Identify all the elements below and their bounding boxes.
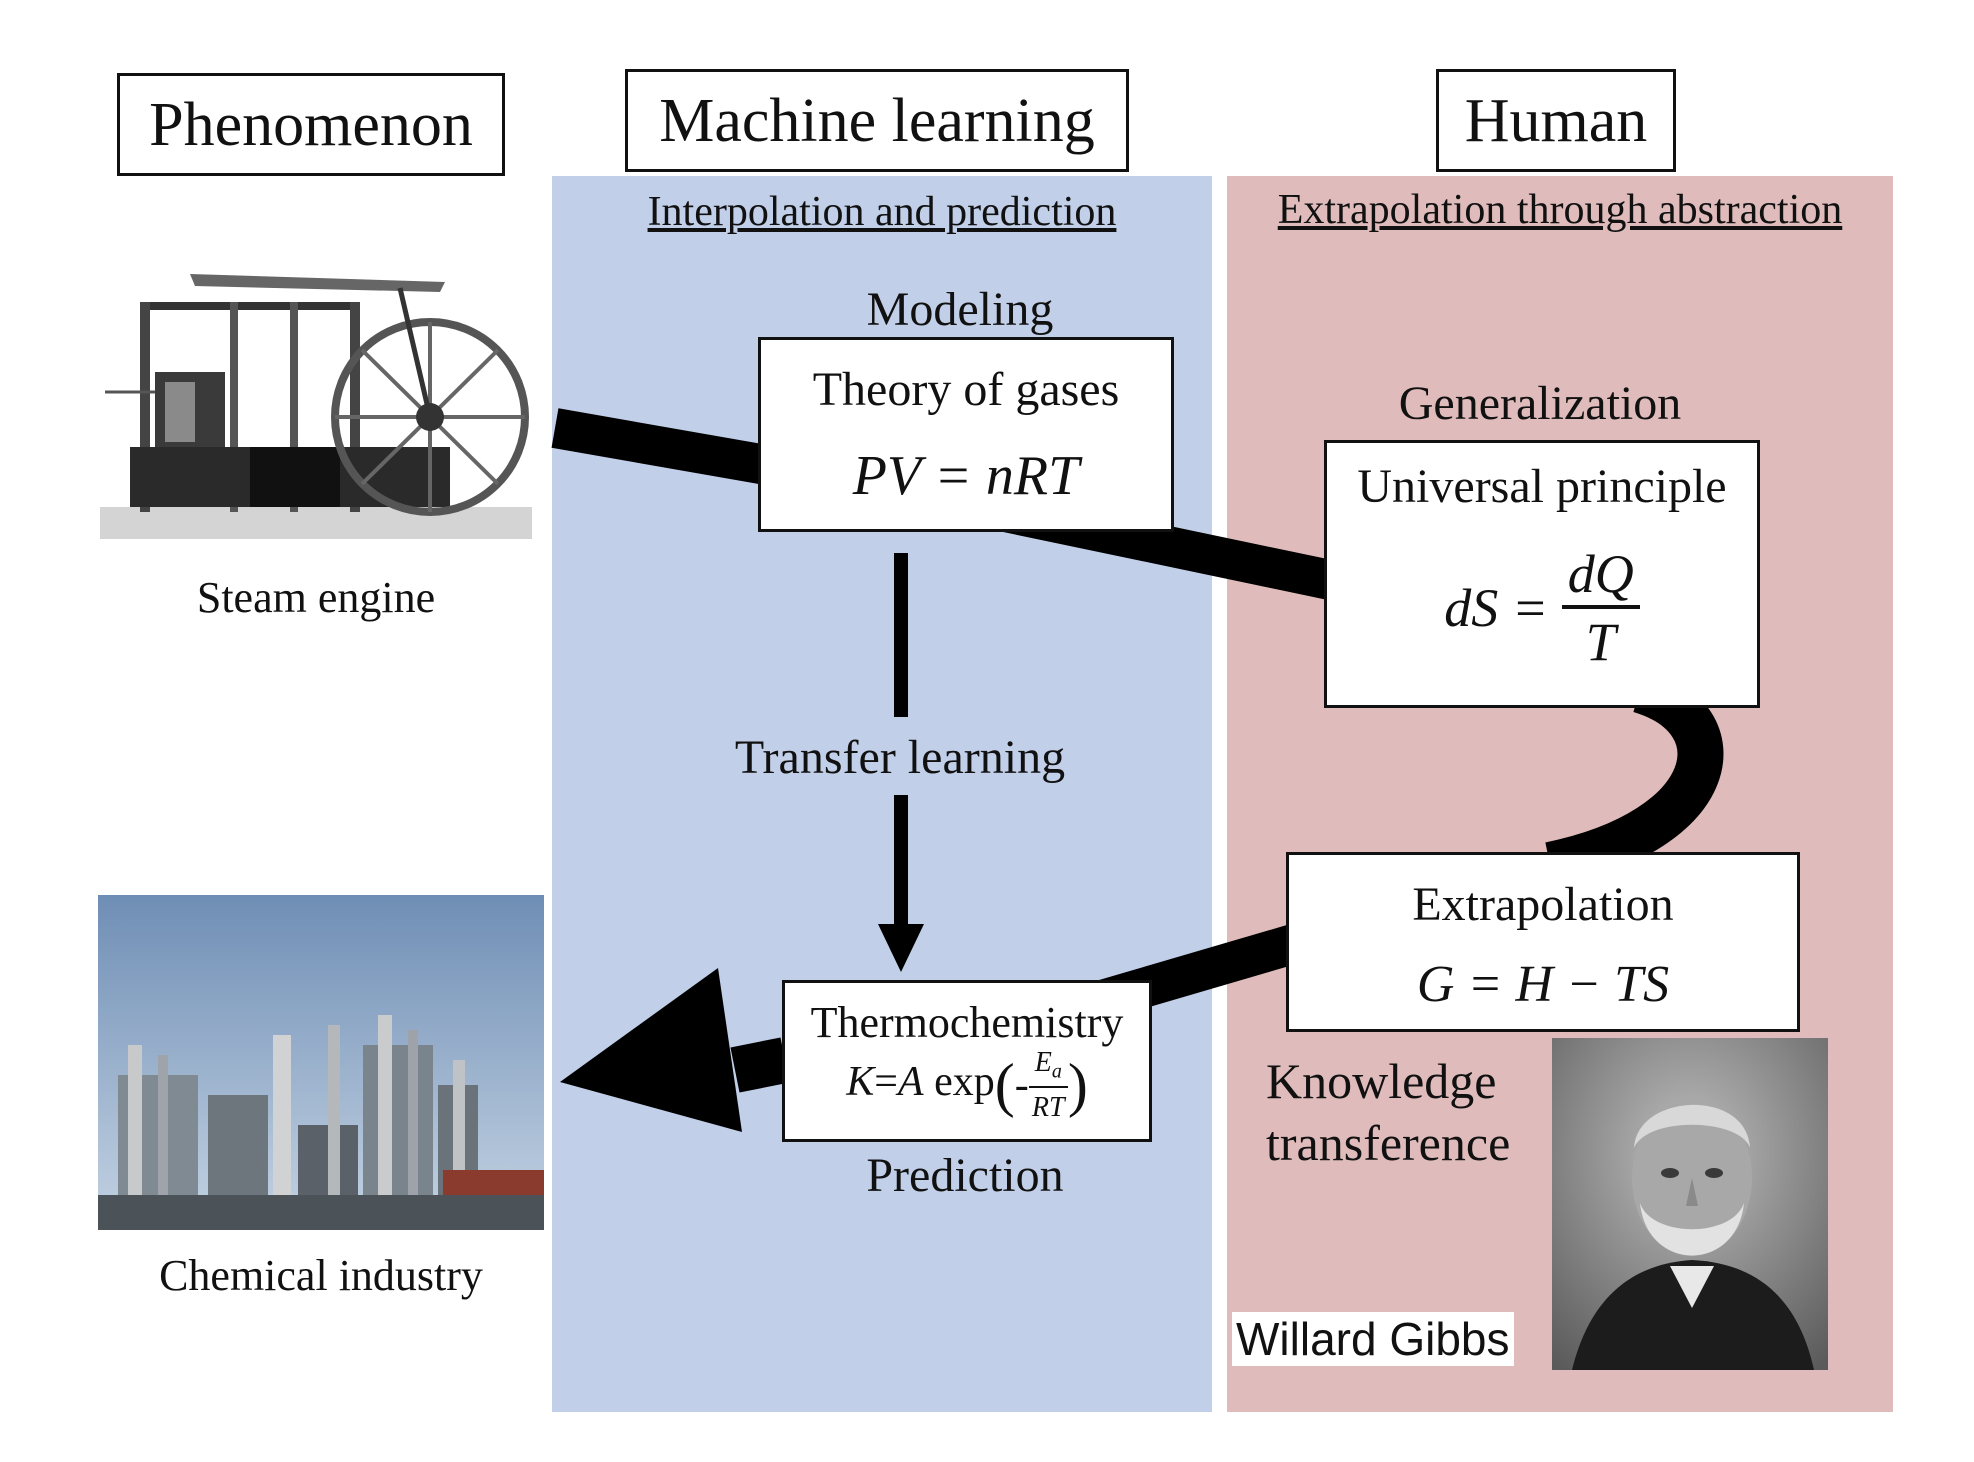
extrapolation-box: Extrapolation G = H − TS (1286, 852, 1800, 1032)
entropy-numerator: dQ (1561, 547, 1640, 609)
chemical-industry-illustration (98, 895, 544, 1230)
entropy-equation: dS = dQ T (1327, 547, 1757, 669)
universal-principle-box: Universal principle dS = dQ T (1324, 440, 1760, 708)
extrapolation-title: Extrapolation (1412, 878, 1674, 931)
willard-gibbs-portrait (1552, 1038, 1828, 1370)
knowledge-transference-line1: Knowledge (1266, 1053, 1497, 1109)
gibbs-equation: G = H − TS (1416, 956, 1670, 1013)
generalization-label: Generalization (1398, 377, 1682, 430)
arrhenius-rt: RT (1031, 1091, 1065, 1123)
transfer-shaft-top (894, 553, 908, 717)
entropy-denominator: T (1585, 612, 1616, 672)
principle-to-extrapolation-arrow (1545, 667, 1724, 888)
thermo-to-industry-shaft (730, 1037, 790, 1093)
thermochemistry-title: Thermochemistry (810, 998, 1124, 1047)
prediction-label: Prediction (866, 1149, 1064, 1202)
steam-engine-caption: Steam engine (196, 573, 436, 622)
steam-engine-illustration (100, 274, 532, 539)
arrhenius-a: A (897, 1058, 924, 1105)
header-machine-learning: Machine learning (625, 69, 1129, 172)
entropy-lhs: dS = (1444, 578, 1549, 638)
industry-arrowhead (560, 968, 742, 1132)
theory-of-gases-box: Theory of gases PV = nRT (758, 337, 1174, 532)
ml-subtitle: Interpolation and prediction (647, 189, 1117, 235)
arrhenius-ea: E (1034, 1047, 1052, 1078)
arrhenius-minus: - (1014, 1062, 1029, 1109)
willard-gibbs-name: Willard Gibbs (1232, 1312, 1514, 1366)
modeling-label: Modeling (866, 283, 1054, 336)
knowledge-transference-line2: transference (1266, 1115, 1511, 1171)
header-phenomenon: Phenomenon (117, 73, 505, 176)
header-human: Human (1436, 69, 1676, 172)
entropy-fraction: dQ T (1561, 547, 1640, 672)
arrhenius-exp: exp (934, 1058, 995, 1105)
arrhenius-ea-sub: a (1051, 1060, 1062, 1083)
chemical-industry-caption: Chemical industry (159, 1251, 483, 1300)
transfer-shaft-bottom (894, 795, 908, 925)
human-subtitle: Extrapolation through abstraction (1277, 187, 1843, 233)
ideal-gas-equation: PV = nRT (852, 445, 1080, 507)
universal-principle-title: Universal principle (1357, 460, 1727, 513)
transfer-learning-label: Transfer learning (734, 731, 1066, 784)
arrhenius-k: K (846, 1058, 875, 1105)
arrhenius-equals: = (874, 1058, 898, 1105)
theory-of-gases-title: Theory of gases (812, 363, 1120, 416)
transfer-arrowhead (878, 924, 924, 972)
